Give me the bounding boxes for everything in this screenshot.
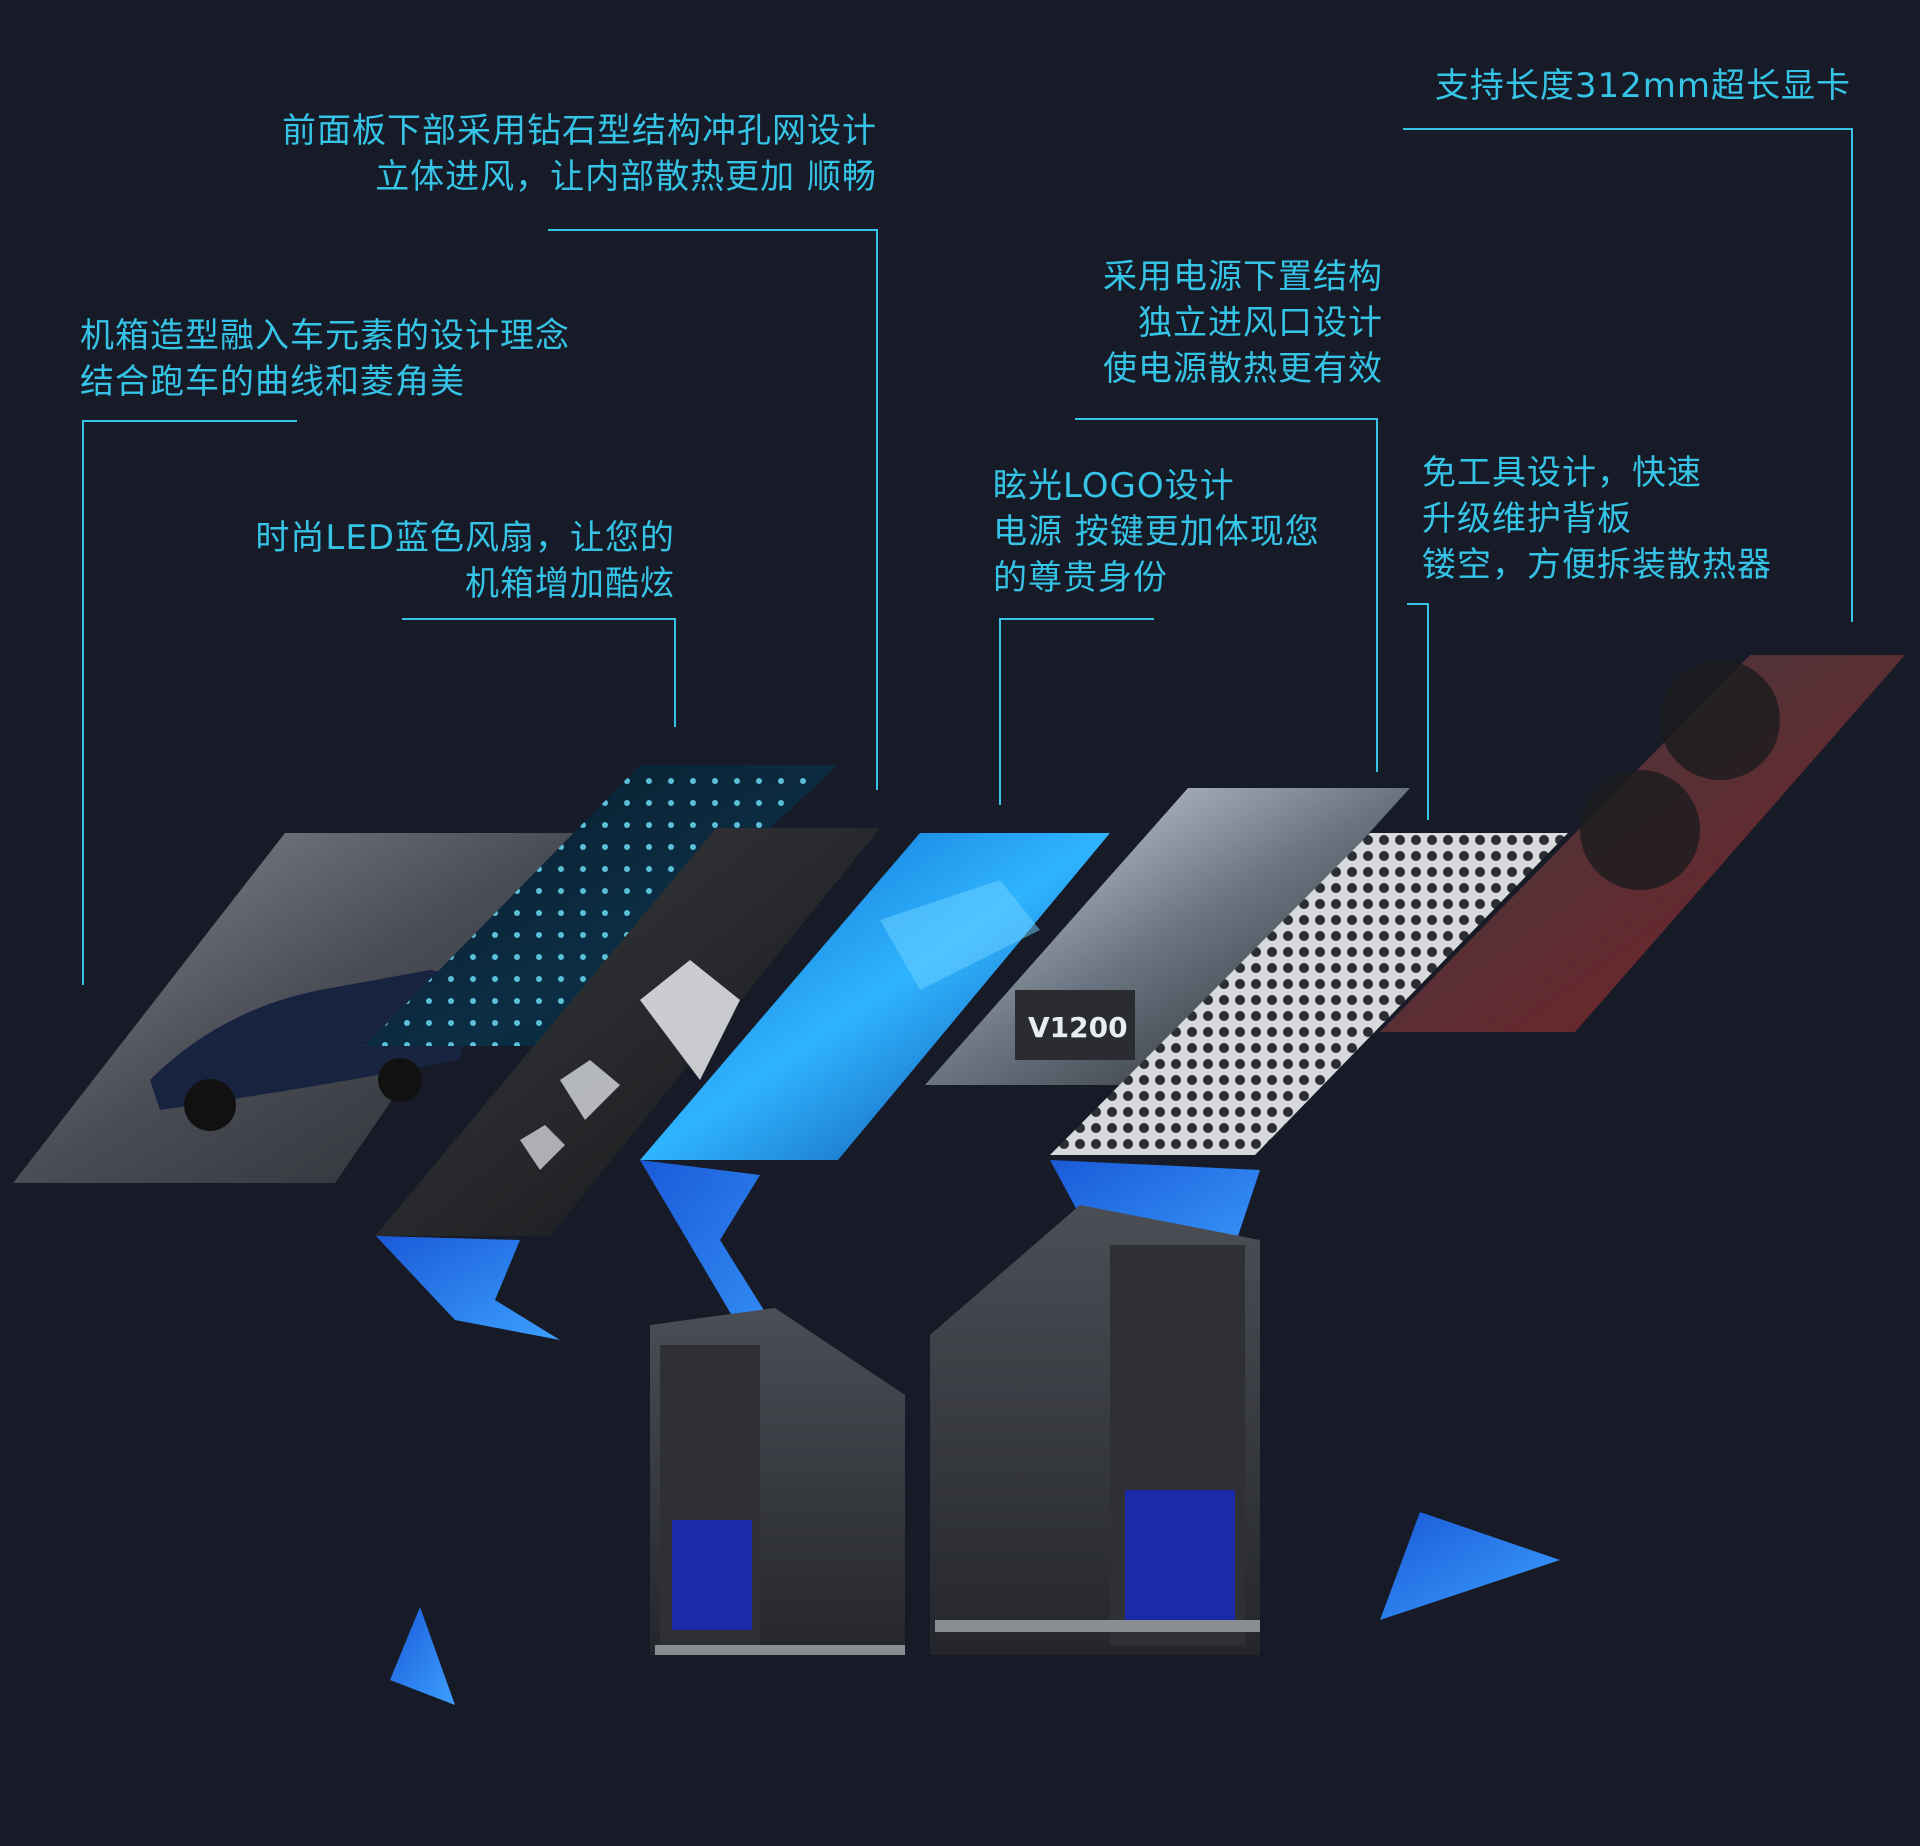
car-panel [13, 833, 575, 1183]
callout-psu-bottom: 采用电源下置结构 独立进风口设计 使电源散热更有效 [1103, 257, 1383, 389]
callout-tool-free: 免工具设计，快速 升级维护背板 镂空，方便拆装散热器 [1422, 453, 1772, 585]
line-front-panel [548, 229, 878, 790]
diamond-panel [375, 828, 880, 1236]
blue-tech-panel [640, 833, 1110, 1160]
psu-label: V1200 [1028, 1011, 1128, 1044]
mesh-panel [1050, 833, 1568, 1155]
callout-gpu-length: 支持长度312mm超长显卡 [1434, 66, 1851, 106]
pc-case-left [650, 1308, 905, 1655]
callout-logo-light: 眩光LOGO设计 电源 按键更加体现您 的尊贵身份 [993, 466, 1320, 598]
line-tool-free [1407, 603, 1429, 820]
line-psu [1075, 418, 1378, 772]
callout-car-design: 机箱造型融入车元素的设计理念 结合跑车的曲线和菱角美 [80, 316, 570, 402]
line-led [402, 618, 676, 727]
line-logo [999, 618, 1154, 805]
psu-panel: V1200 [925, 788, 1410, 1085]
callout-lines [82, 128, 1853, 985]
callout-led-fan: 时尚LED蓝色风扇，让您的 机箱增加酷炫 [255, 518, 675, 604]
gpu-panel [1380, 655, 1905, 1032]
triangle-bottom-left [390, 1607, 455, 1705]
line-gpu [1403, 128, 1853, 622]
triangle-bottom-right [1380, 1512, 1560, 1620]
callout-front-panel: 前面板下部采用钻石型结构冲孔网设计 立体进风，让内部散热更加 顺畅 [282, 111, 877, 197]
pc-case-right [930, 1205, 1260, 1655]
line-car [82, 420, 297, 985]
